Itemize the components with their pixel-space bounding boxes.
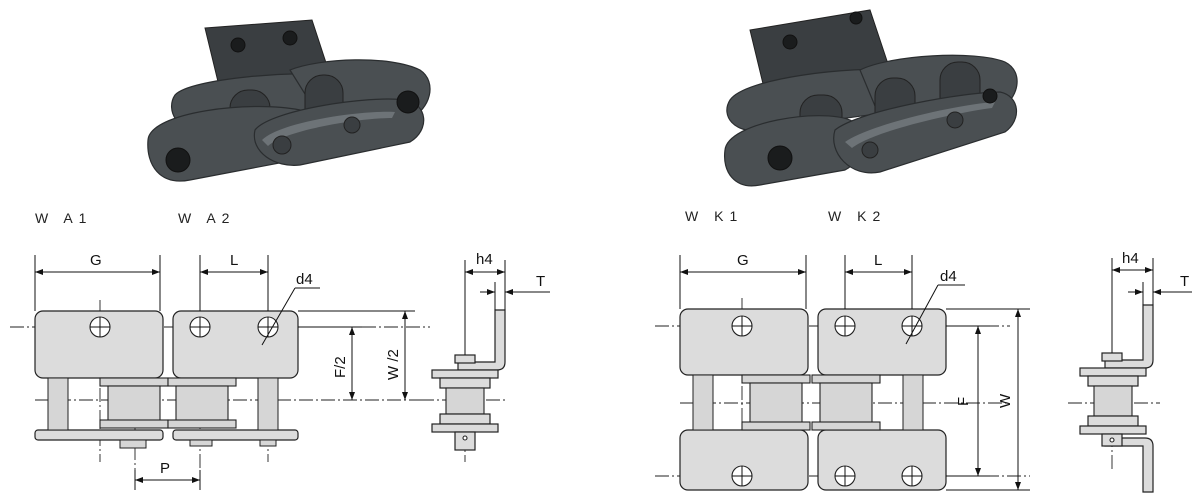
wa-dim-h4: h4 [476, 251, 493, 268]
wa-dim-t: T [536, 273, 545, 290]
caption-wk2: W K2 [828, 208, 886, 224]
wa-chain-photo [147, 19, 431, 182]
wa-dim-w-half: W /2 [385, 349, 402, 380]
caption-wk1: W K1 [685, 208, 743, 224]
wk-side-view-drawing: h4 T [1068, 250, 1192, 493]
wk-dim-f: F [955, 397, 972, 406]
wa-dim-f-half: F/2 [332, 356, 349, 378]
wa-dim-d4: d4 [296, 271, 313, 288]
wa-dim-p: P [160, 460, 170, 477]
wk-dim-g: G [737, 252, 749, 269]
wk-dim-l: L [874, 252, 882, 269]
wk-chain-photo [723, 9, 1018, 187]
wa-dim-l: L [230, 252, 238, 269]
caption-wa2: W A2 [178, 210, 235, 226]
wa-front-view-drawing: G L d4 F/2 W /2 P [10, 252, 430, 490]
wa-dim-g: G [90, 252, 102, 269]
caption-wa1: W A1 [35, 210, 92, 226]
wk-dim-h4: h4 [1122, 250, 1139, 267]
wk-dim-t: T [1180, 273, 1189, 290]
wk-dim-d4: d4 [940, 268, 957, 285]
wk-front-view-drawing: G L d4 F W [655, 252, 1030, 491]
wk-dim-w: W [997, 393, 1014, 408]
wa-side-view-drawing: h4 T [420, 251, 550, 462]
